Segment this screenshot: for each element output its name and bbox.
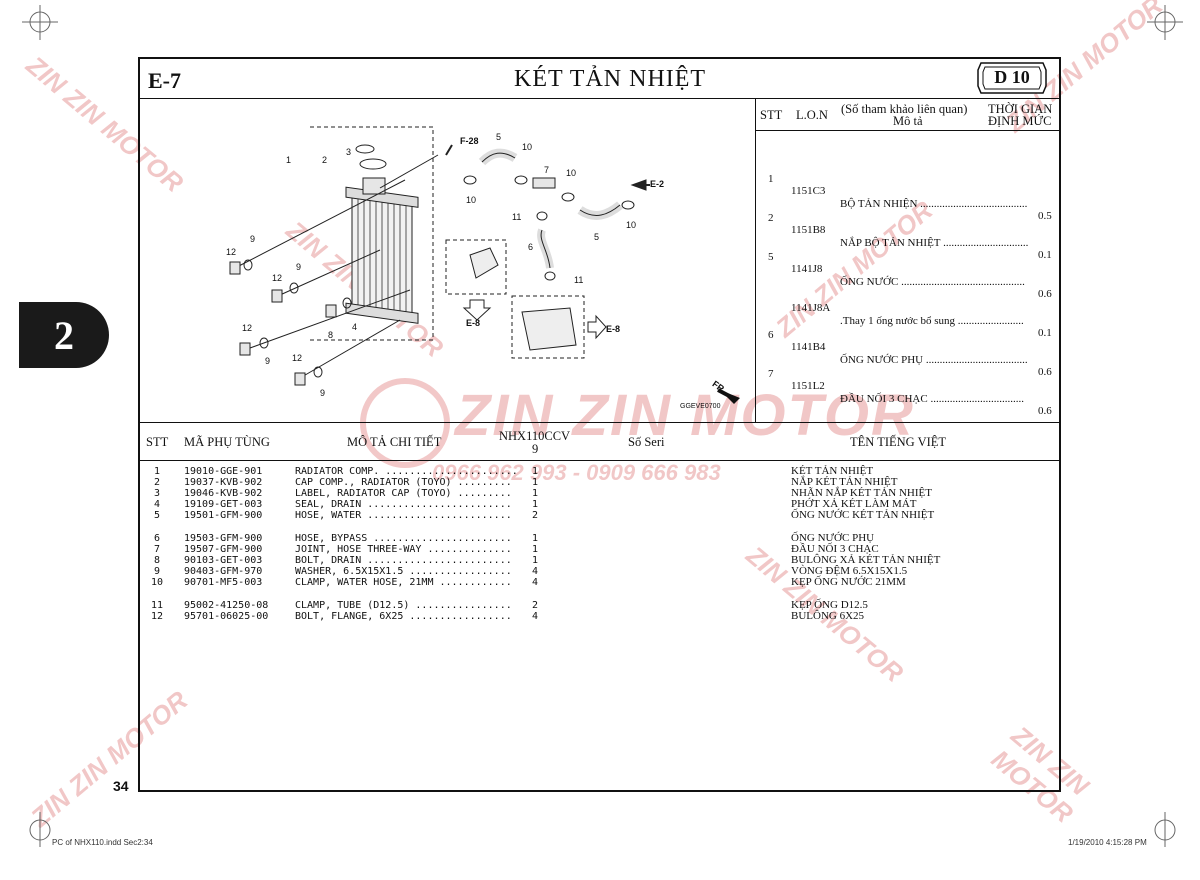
svg-text:2: 2 (322, 155, 327, 165)
svg-text:5: 5 (496, 132, 501, 142)
svg-text:11: 11 (512, 212, 521, 222)
svg-text:1: 1 (286, 155, 291, 165)
diagram-ref-e8-left: E-8 (466, 318, 481, 328)
svg-text:9: 9 (320, 388, 325, 398)
parts-header-stt: STT (146, 435, 169, 449)
table-row: 5 19501-GFM-900 HOSE, WATER ............… (154, 509, 935, 521)
ref-header-time-top: THỜI GIAN (988, 102, 1053, 116)
svg-text:3: 3 (346, 147, 351, 157)
table-row: 8 90103-GET-003 BOLT, DRAIN ............… (154, 554, 941, 566)
table-row: 11 95002-41250-08 CLAMP, TUBE (D12.5) ..… (151, 599, 868, 611)
svg-text:9: 9 (250, 234, 255, 244)
footer-timestamp: 1/19/2010 4:15:28 PM (1068, 838, 1147, 847)
table-row: 6 19503-GFM-900 HOSE, BYPASS ...........… (154, 532, 875, 544)
parts-header-serial: Số Seri (628, 435, 665, 449)
parts-header-model-top: NHX110CCV (499, 429, 571, 443)
diagram-code: GGEVE0700 (680, 403, 721, 410)
badge-frame (977, 62, 1047, 94)
table-row: 2 19037-KVB-902 CAP COMP., RADIATOR (TOY… (154, 476, 898, 488)
section-tab: 2 (19, 302, 109, 368)
diagram-divider (755, 98, 756, 422)
ref-row: 5 1141J8 ỐNG NƯỚC ......................… (768, 250, 1052, 301)
ref-header-stt: STT (760, 108, 783, 122)
table-row: 4 19109-GET-003 SEAL, DRAIN ............… (154, 498, 917, 510)
diagram-ref-e8-right: E-8 (606, 324, 621, 334)
header-divider (138, 98, 1061, 99)
page-frame (138, 57, 1061, 792)
ref-row: 6 1141B4 ỐNG NƯỚC PHỤ ..................… (768, 328, 1052, 379)
svg-text:6: 6 (528, 242, 533, 252)
ref-row: 2 1151B8 NẮP BỘ TẢN NHIỆT ..............… (768, 211, 1052, 262)
svg-text:9: 9 (296, 262, 301, 272)
table-row: 7 19507-GFM-900 JOINT, HOSE THREE-WAY ..… (154, 543, 879, 555)
badge-label: D 10 (994, 67, 1030, 87)
ref-row: 1 1151C3 BỘ TẢN NHIỆN ..................… (768, 172, 1052, 223)
svg-text:11: 11 (574, 275, 583, 285)
crop-marks (22, 5, 1183, 847)
ref-header-lon: L.O.N (796, 108, 828, 122)
radiator-core-shape (345, 186, 419, 324)
svg-text:9: 9 (265, 356, 270, 366)
ref-row: 1141J8A .Thay 1 ống nước bổ sung .......… (791, 302, 1052, 339)
diagram-ref-e2: E-2 (650, 179, 665, 189)
svg-text:10: 10 (522, 142, 532, 152)
watermark-center-phone: 0966 962 993 - 0909 666 983 (432, 460, 721, 485)
svg-text:8: 8 (328, 330, 333, 340)
table-row: 10 90701-MF5-003 CLAMP, WATER HOSE, 21MM… (151, 576, 906, 588)
diagram-ref-f28: F-28 (460, 136, 479, 146)
svg-text:5: 5 (594, 232, 599, 242)
parts-header-top (138, 422, 1061, 423)
table-row: 3 19046-KVB-902 LABEL, RADIATOR CAP (TOY… (154, 487, 932, 499)
ref-table-body: 1 1151C3 BỘ TẢN NHIỆN ..................… (760, 135, 1056, 418)
svg-text:12: 12 (226, 247, 236, 257)
svg-text:12: 12 (242, 323, 252, 333)
ref-table-header-line (755, 130, 1061, 131)
svg-text:7: 7 (544, 165, 549, 175)
svg-text:4: 4 (352, 322, 357, 332)
ref-header-time-bottom: ĐỊNH MỨC (988, 114, 1052, 128)
table-row: 9 90403-GFM-970 WASHER, 6.5X15X1.5 .....… (154, 565, 908, 577)
svg-text:10: 10 (566, 168, 576, 178)
footer-file-info: PC of NHX110.indd Sec2:34 (52, 838, 153, 847)
table-row: 12 95701-06025-00 BOLT, FLANGE, 6X25 ...… (151, 610, 865, 622)
page-number: 34 (113, 778, 129, 794)
watermark-center-brand: ZIN ZIN MOTOR (455, 383, 915, 448)
section-code: E-7 (148, 68, 181, 93)
ref-row: 7 1151L2 ĐẦU NỐI 3 CHẠC ................… (768, 367, 1052, 418)
svg-text:12: 12 (272, 273, 282, 283)
parts-header-part-no: MÃ PHỤ TÙNG (184, 435, 270, 449)
table-row: 1 19010-GGE-901 RADIATOR COMP. .........… (154, 465, 874, 477)
parts-header-vn-name: TÊN TIẾNG VIỆT (850, 435, 947, 449)
svg-text:10: 10 (466, 195, 476, 205)
ref-header-desc-bottom: Mô tả (893, 114, 923, 128)
parts-table-body: 1 19010-GGE-901 RADIATOR COMP. .........… (140, 465, 1040, 622)
parts-header-desc: MÔ TẢ CHI TIẾT (347, 435, 442, 449)
svg-text:10: 10 (626, 220, 636, 230)
watermark-center-logo (360, 378, 450, 468)
parts-header-bottom (138, 460, 1061, 461)
svg-text:12: 12 (292, 353, 302, 363)
ref-header-desc-top: (Số tham khảo liên quan) (841, 102, 968, 116)
parts-header-model-bottom: 9 (532, 442, 539, 456)
page-title: KÉT TẢN NHIỆT (514, 66, 707, 92)
